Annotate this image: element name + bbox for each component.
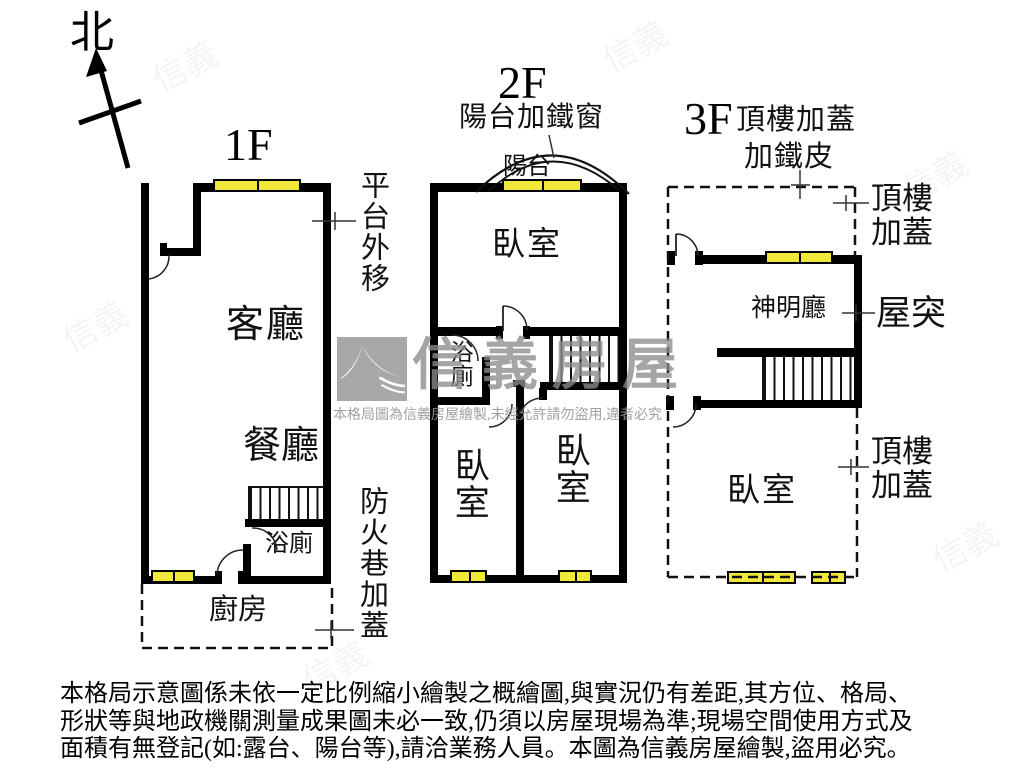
background-watermark-tile: 信義 (922, 507, 1005, 582)
floor3-right-wall (854, 255, 862, 408)
floor2-bottom-left-window (450, 570, 487, 583)
floor1-bathroom-label: 浴廁 (265, 531, 313, 557)
door-hinge (695, 251, 703, 265)
floor1-right-wall (323, 183, 331, 584)
floor2-title: 2F (498, 57, 547, 108)
window-divider (828, 573, 831, 582)
door-hinge (693, 396, 701, 410)
floor3-shrine-hall-label: 神明廳 (751, 295, 827, 322)
door-hinge (667, 251, 675, 265)
floor2-bedroom-divider-wall (516, 386, 524, 576)
floor3-rooftop-lower-note: 頂樓加蓋 (871, 434, 933, 503)
compass-shaft (96, 62, 131, 169)
watermark-brand-text: 信義房屋 (412, 335, 692, 397)
floor1-notch-wall-vertical (193, 183, 201, 256)
disclaimer-text: 本格局示意圖係未依一定比例縮小繪製之概繪圖,與實況仍有差距,其方位、格局、 形狀… (60, 681, 980, 764)
logo-left-wing (339, 344, 363, 380)
floor1-bottom-window (151, 570, 195, 583)
floor1-living-room-label: 客廳 (226, 304, 307, 346)
floor2-divider-wall-right (526, 327, 627, 336)
background-watermark-tile: 信義 (142, 27, 225, 102)
background-watermark-tile: 信義 (592, 7, 675, 82)
background-watermark-tile: 信義 (52, 287, 135, 362)
floor3-upper-window (765, 251, 833, 264)
door-hinge (215, 571, 222, 584)
sinyi-logo (337, 337, 407, 401)
sinyi-logo-swoosh-icon (339, 344, 405, 394)
floor3-rooftop-upper-note: 頂樓加蓋 (871, 181, 933, 250)
floor1-firelane-note: 防火巷加蓋 (355, 486, 388, 641)
window-divider (173, 572, 175, 581)
floor2-stair-wall (540, 382, 627, 390)
door-hinge (160, 243, 167, 256)
floor3-roof-protrusion-label: 屋突 (876, 294, 947, 333)
window-divider (761, 573, 764, 582)
disclaimer-line-3: 面積有無登記(如:露台、陽台等),請洽業務人員。本圖為信義房屋繪製,盜用必究。 (60, 736, 911, 762)
floor3-metal-sheet-note: 加鐵皮 (744, 141, 835, 173)
floor2-divider-wall-left (430, 327, 500, 336)
window-divider (575, 572, 577, 581)
floor2-bottom-wall (430, 575, 627, 583)
north-compass: 北 (70, 8, 142, 169)
floor2-balcony-label: 陽台 (503, 154, 551, 180)
window-divider (542, 181, 544, 190)
floor1-platform-note: 平台外移 (356, 170, 389, 294)
floor1-left-wall (141, 183, 149, 584)
logo-right-wing (362, 344, 403, 378)
floor2-bedroom-right-label: 臥室 (550, 432, 590, 506)
floor3-bottom-right-window (811, 571, 846, 584)
floor1-stair-wall (245, 519, 331, 527)
north-label-glyph: 北 (70, 8, 114, 57)
floor1-stairs (248, 486, 324, 519)
floor3-stairs (762, 357, 854, 400)
watermark-notice-text: 本格局圖為信義房屋繪製,未經允許請勿盜用,違者必究 (333, 408, 662, 423)
floor3-stair-bottom-wall (695, 400, 862, 408)
disclaimer-line-1: 本格局示意圖係未依一定比例縮小繪製之概繪圖,與實況仍有差距,其方位、格局、 (60, 681, 912, 707)
floor1-top-window (213, 179, 301, 192)
floor2-top-window (502, 179, 582, 192)
logo-ridge-line (381, 383, 405, 394)
floor3-bedroom-label: 臥室 (727, 473, 797, 509)
door-hinge (496, 326, 503, 339)
floor1-notch-wall-horizontal (166, 248, 201, 256)
floor3-stair-top-wall (717, 348, 854, 357)
door-hinge (666, 396, 674, 410)
floor2-left-wall (430, 183, 438, 583)
compass-arrowhead-icon (86, 48, 107, 77)
door-hinge (513, 380, 525, 387)
floor3-rooftop-note: 頂樓加蓋 (736, 104, 857, 136)
disclaimer-line-2: 形狀等與地政機關測量成果圖未必一致,仍須以房屋現場為準;現場空間使用方式及 (60, 708, 913, 735)
floor2-subtitle: 陽台加鐵窗 (459, 102, 605, 133)
floor3-title: 3F (684, 93, 733, 144)
floor2-bedroom-top-label: 臥室 (492, 227, 562, 263)
floor1-entry-door-arc (148, 254, 170, 280)
floor1-kitchen-label: 廚房 (209, 594, 268, 626)
window-divider (799, 253, 801, 262)
floor2-bottom-right-window (558, 570, 592, 583)
floor1-dining-room-label: 餐廳 (243, 425, 320, 467)
floor2-stairs (549, 336, 619, 382)
door-hinge (523, 326, 530, 339)
logo-ridge-line (378, 376, 405, 388)
compass-crossbar (78, 98, 142, 126)
floor2-bedroom-left-label: 臥室 (449, 447, 489, 521)
floor1-bottom-wall-right (243, 576, 331, 584)
door-hinge (238, 571, 245, 584)
floor1-bathroom-wall (243, 544, 251, 584)
floor3-bottom-left-window (727, 571, 796, 584)
floor2-bathroom-wall-bottom (438, 397, 490, 405)
floor1-title: 1F (224, 119, 273, 170)
window-divider (468, 572, 471, 581)
door-hinge (539, 388, 547, 400)
floor2-bathroom-wall-vertical (482, 357, 490, 405)
window-divider (257, 181, 259, 190)
